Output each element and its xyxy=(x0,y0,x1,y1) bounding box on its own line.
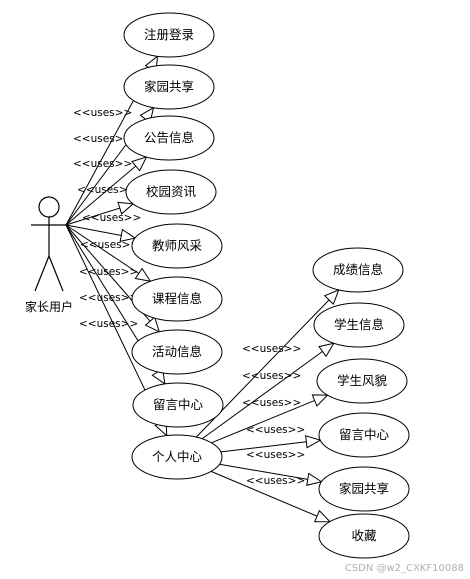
watermark: CSDN @w2_CXKF10088 xyxy=(345,563,464,574)
use-case-label: 活动信息 xyxy=(152,344,202,359)
use-case-uc10: 成绩信息 xyxy=(312,247,404,293)
relation-label-uc3: <<uses>> xyxy=(73,133,132,145)
use-case-ellipse xyxy=(312,247,404,293)
use-case-label: 留言中心 xyxy=(339,427,390,442)
use-case-uc7: 活动信息 xyxy=(131,329,223,375)
use-case-label: 校园资讯 xyxy=(146,184,197,199)
relation-label-uc2: <<uses>> xyxy=(73,107,132,119)
use-case-uc12: 学生风貌 xyxy=(316,358,408,404)
use-case-label: 成绩信息 xyxy=(333,262,383,277)
use-case-ellipse xyxy=(123,115,215,161)
stereotype-labels: <<uses>> <<uses>> <<uses>> <<uses>> <<us… xyxy=(73,107,305,487)
use-case-ellipse xyxy=(131,223,223,269)
arrowhead-uc4 xyxy=(117,201,135,215)
use-case-ellipse xyxy=(131,276,223,322)
use-case-uc15: 收藏 xyxy=(318,513,410,559)
association-line-uc6 xyxy=(65,224,151,282)
use-case-ellipse xyxy=(318,466,410,512)
arrowhead-uc6 xyxy=(134,267,152,282)
use-case-label: 学生信息 xyxy=(334,317,384,332)
use-case-uc13: 留言中心 xyxy=(318,412,410,458)
relation-label-uc13: <<uses>> xyxy=(246,424,305,436)
relation-label-uc5: <<uses>> xyxy=(77,184,136,196)
association-line-uc11 xyxy=(201,342,335,440)
use-case-uc11: 学生信息 xyxy=(313,302,405,348)
arrowhead-uc15 xyxy=(313,509,332,523)
use-case-label: 公告信息 xyxy=(144,130,194,145)
relation-label-uc11: <<uses>> xyxy=(242,370,301,382)
actor-right-leg xyxy=(48,255,64,292)
association-line-uc3 xyxy=(65,156,147,226)
association-line-uc13 xyxy=(220,439,321,453)
use-case-label: 课程信息 xyxy=(152,291,202,306)
relation-label-uc4: <<uses>> xyxy=(73,158,132,170)
use-case-ellipse xyxy=(131,434,223,480)
use-case-ellipse xyxy=(123,12,215,58)
use-case-ellipse xyxy=(316,358,408,404)
use-case-uc14: 家园共享 xyxy=(318,466,410,512)
relation-label-uc15: <<uses>> xyxy=(246,475,305,487)
use-case-uc5: 教师风采 xyxy=(131,223,223,269)
use-case-uc9: 个人中心 xyxy=(131,434,223,480)
use-case-ellipse xyxy=(318,412,410,458)
relation-label-uc12: <<uses>> xyxy=(242,397,301,409)
use-case-label: 收藏 xyxy=(351,528,377,543)
use-case-uc4: 校园资讯 xyxy=(125,169,217,215)
actor-parent-user: 家长用户 xyxy=(25,196,73,314)
association-line-uc12 xyxy=(211,394,328,444)
relation-label-uc14: <<uses>> xyxy=(246,449,305,461)
arrowhead-uc14 xyxy=(306,472,323,486)
arrowhead-uc7 xyxy=(144,316,161,333)
arrowhead-uc12 xyxy=(311,394,329,407)
relation-label-uc7: <<uses>> xyxy=(80,239,139,251)
use-case-uc6: 课程信息 xyxy=(131,276,223,322)
use-case-label: 个人中心 xyxy=(152,449,203,464)
relation-label-uc9-a: <<uses>> xyxy=(79,318,138,330)
use-case-label: 留言中心 xyxy=(153,397,204,412)
use-case-ellipse xyxy=(132,382,224,428)
association-line-uc14 xyxy=(219,463,322,483)
relation-label-uc9: <<uses>> xyxy=(79,292,138,304)
use-case-ellipse xyxy=(313,302,405,348)
actor-label: 家长用户 xyxy=(25,299,73,314)
arrowhead-uc13 xyxy=(305,435,322,449)
actor-left-leg xyxy=(34,255,50,292)
use-case-ellipse xyxy=(318,513,410,559)
arrowhead-uc5 xyxy=(119,228,137,243)
arrowhead-uc3 xyxy=(131,156,148,172)
association-line-uc15 xyxy=(210,470,331,523)
use-case-label: 教师风采 xyxy=(152,238,203,253)
use-case-label: 注册登录 xyxy=(144,27,194,42)
use-case-uc1: 注册登录 xyxy=(123,12,215,58)
use-case-uc8: 留言中心 xyxy=(132,382,224,428)
use-case-label: 家园共享 xyxy=(339,481,389,496)
arrowhead-uc11 xyxy=(318,342,335,358)
use-cases: 注册登录 家园共享 公告信息 校园资讯 教师风采 课程信息 活动信息 留言中心 xyxy=(123,12,410,559)
actor-head xyxy=(38,196,60,218)
relation-label-uc6: <<uses>> xyxy=(82,212,141,224)
use-case-label: 学生风貌 xyxy=(337,373,388,388)
use-case-label: 家园共享 xyxy=(144,79,194,94)
use-case-ellipse xyxy=(125,169,217,215)
relation-label-uc10: <<uses>> xyxy=(242,343,301,355)
use-case-uc3: 公告信息 xyxy=(123,115,215,161)
use-case-ellipse xyxy=(131,329,223,375)
use-case-uc2: 家园共享 xyxy=(123,64,215,110)
use-case-ellipse xyxy=(123,64,215,110)
arrowhead-uc10 xyxy=(323,288,340,306)
relation-label-uc8: <<uses>> xyxy=(79,266,138,278)
